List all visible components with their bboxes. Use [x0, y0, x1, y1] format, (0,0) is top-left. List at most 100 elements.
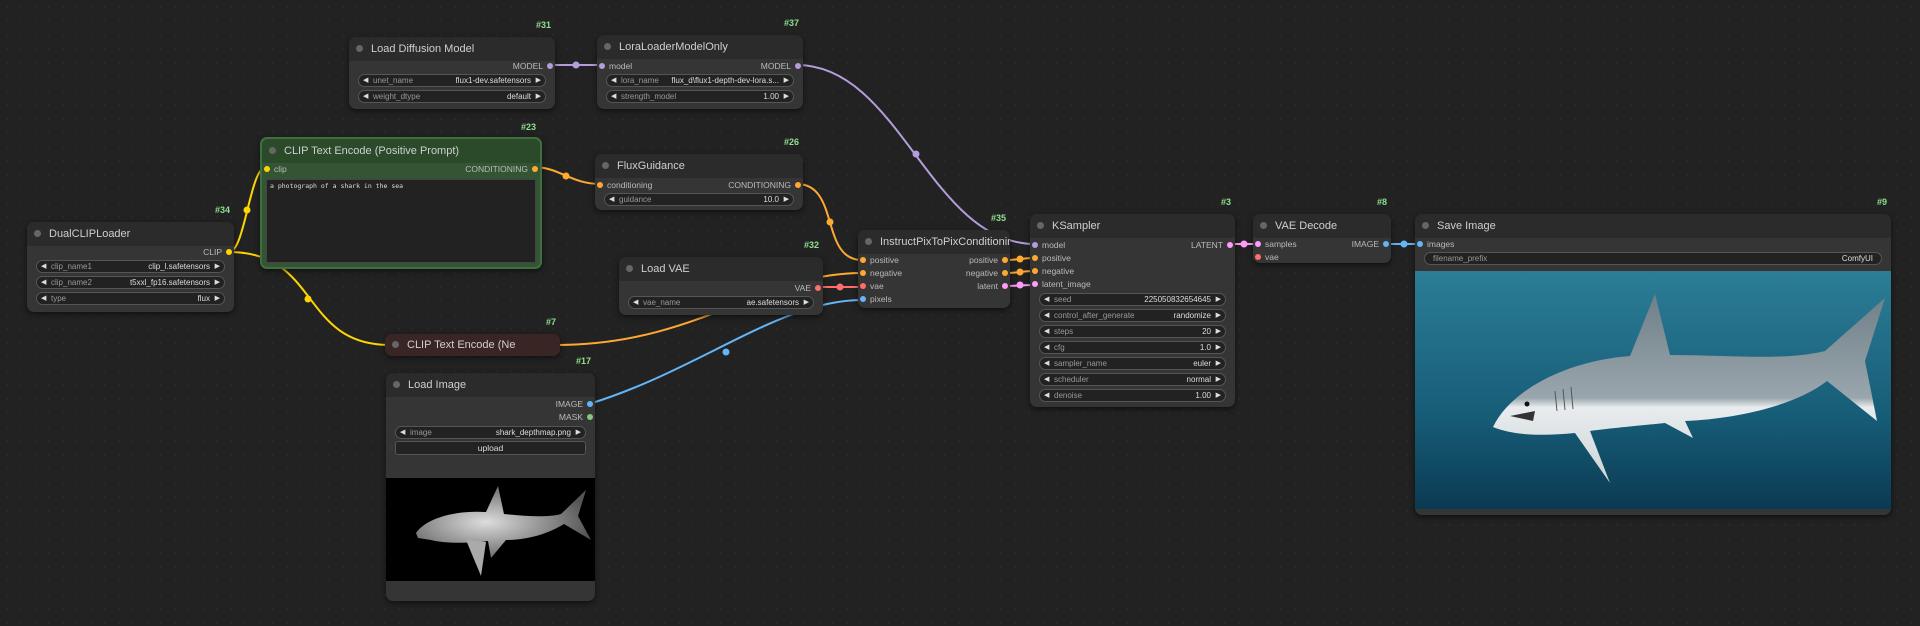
arrow-right-icon[interactable]: ▶: [783, 77, 789, 84]
load-diffusion-model-node[interactable]: #31 Load Diffusion Model MODEL ◀unet_nam…: [349, 20, 555, 109]
node-title[interactable]: VAE Decode: [1253, 214, 1391, 238]
arrow-left-icon[interactable]: ◀: [1044, 344, 1050, 351]
arrow-left-icon[interactable]: ◀: [611, 77, 617, 84]
arrow-left-icon[interactable]: ◀: [1044, 296, 1050, 303]
collapse-dot-icon[interactable]: [604, 43, 611, 50]
socket-icon[interactable]: [795, 63, 801, 69]
output-negative[interactable]: negative: [966, 267, 1010, 279]
socket-icon[interactable]: [1002, 283, 1008, 289]
arrow-left-icon[interactable]: ◀: [41, 295, 47, 302]
input-model[interactable]: model: [1030, 239, 1065, 251]
collapse-dot-icon[interactable]: [356, 45, 363, 52]
socket-icon[interactable]: [860, 257, 866, 263]
arrow-left-icon[interactable]: ◀: [41, 263, 47, 270]
output-latent[interactable]: LATENT: [1191, 239, 1235, 251]
collapse-dot-icon[interactable]: [626, 265, 633, 272]
node-title[interactable]: Load Image: [386, 373, 595, 397]
socket-icon[interactable]: [1417, 241, 1423, 247]
input-images[interactable]: images: [1415, 238, 1454, 250]
arrow-right-icon[interactable]: ▶: [1215, 328, 1221, 335]
arrow-left-icon[interactable]: ◀: [611, 93, 617, 100]
node-title[interactable]: DualCLIPLoader: [27, 222, 234, 246]
instruct-pix2pix-conditioning-node[interactable]: #35 InstructPixToPixConditioning positiv…: [858, 213, 1010, 308]
node-title[interactable]: FluxGuidance: [595, 154, 803, 178]
node-title[interactable]: KSampler: [1030, 214, 1235, 238]
socket-icon[interactable]: [1255, 254, 1261, 260]
prompt-textarea[interactable]: a photograph of a shark in the sea: [266, 179, 536, 263]
node-title[interactable]: InstructPixToPixConditioning: [858, 230, 1010, 254]
arrow-right-icon[interactable]: ▶: [535, 93, 541, 100]
arrow-right-icon[interactable]: ▶: [1215, 360, 1221, 367]
node-title[interactable]: CLIP Text Encode (Ne: [385, 334, 560, 356]
socket-icon[interactable]: [860, 283, 866, 289]
socket-icon[interactable]: [597, 182, 603, 188]
vae-decode-node[interactable]: #8 VAE Decode samples vae IMAGE: [1253, 197, 1391, 263]
clip-text-encode-positive-node[interactable]: #23 CLIP Text Encode (Positive Prompt) c…: [260, 122, 542, 269]
input-positive[interactable]: positive: [858, 254, 899, 266]
collapse-dot-icon[interactable]: [393, 381, 400, 388]
arrow-right-icon[interactable]: ▶: [535, 77, 541, 84]
arrow-right-icon[interactable]: ▶: [214, 279, 220, 286]
socket-icon[interactable]: [1032, 268, 1038, 274]
arrow-right-icon[interactable]: ▶: [1215, 344, 1221, 351]
arrow-left-icon[interactable]: ◀: [1044, 392, 1050, 399]
arrow-right-icon[interactable]: ▶: [214, 295, 220, 302]
input-pixels[interactable]: pixels: [858, 293, 892, 305]
output-mask[interactable]: MASK: [559, 411, 595, 423]
input-latent-image[interactable]: latent_image: [1030, 278, 1091, 290]
arrow-left-icon[interactable]: ◀: [633, 299, 639, 306]
arrow-left-icon[interactable]: ◀: [1044, 376, 1050, 383]
socket-icon[interactable]: [226, 249, 232, 255]
socket-icon[interactable]: [599, 63, 605, 69]
clip-text-encode-negative-node[interactable]: #7 CLIP Text Encode (Ne: [385, 317, 560, 356]
output-latent[interactable]: latent: [977, 280, 1010, 292]
socket-icon[interactable]: [1002, 270, 1008, 276]
collapse-dot-icon[interactable]: [269, 147, 276, 154]
node-title[interactable]: Load VAE: [619, 257, 823, 281]
input-samples[interactable]: samples: [1253, 238, 1297, 250]
input-conditioning[interactable]: conditioning: [595, 179, 652, 191]
input-model[interactable]: model: [597, 60, 632, 72]
input-vae[interactable]: vae: [1253, 251, 1279, 263]
output-image[interactable]: IMAGE: [1352, 238, 1391, 250]
arrow-right-icon[interactable]: ▶: [783, 93, 789, 100]
arrow-left-icon[interactable]: ◀: [363, 93, 369, 100]
socket-icon[interactable]: [1255, 241, 1261, 247]
socket-icon[interactable]: [1032, 242, 1038, 248]
socket-icon[interactable]: [1227, 242, 1233, 248]
arrow-right-icon[interactable]: ▶: [1215, 376, 1221, 383]
arrow-right-icon[interactable]: ▶: [1215, 392, 1221, 399]
socket-icon[interactable]: [860, 296, 866, 302]
node-title[interactable]: Save Image: [1415, 214, 1891, 238]
collapse-dot-icon[interactable]: [1037, 222, 1044, 229]
socket-icon[interactable]: [1002, 257, 1008, 263]
socket-icon[interactable]: [587, 414, 593, 420]
arrow-right-icon[interactable]: ▶: [1215, 296, 1221, 303]
input-negative[interactable]: negative: [858, 267, 902, 279]
arrow-left-icon[interactable]: ◀: [1044, 328, 1050, 335]
socket-icon[interactable]: [795, 182, 801, 188]
node-title[interactable]: CLIP Text Encode (Positive Prompt): [262, 139, 540, 163]
output-clip[interactable]: CLIP: [203, 246, 234, 258]
collapse-dot-icon[interactable]: [34, 230, 41, 237]
socket-icon[interactable]: [1032, 255, 1038, 261]
output-conditioning[interactable]: CONDITIONING: [465, 163, 540, 175]
arrow-left-icon[interactable]: ◀: [400, 429, 406, 436]
collapse-dot-icon[interactable]: [602, 162, 609, 169]
ksampler-node[interactable]: #3 KSampler model positive negative late…: [1030, 197, 1235, 407]
